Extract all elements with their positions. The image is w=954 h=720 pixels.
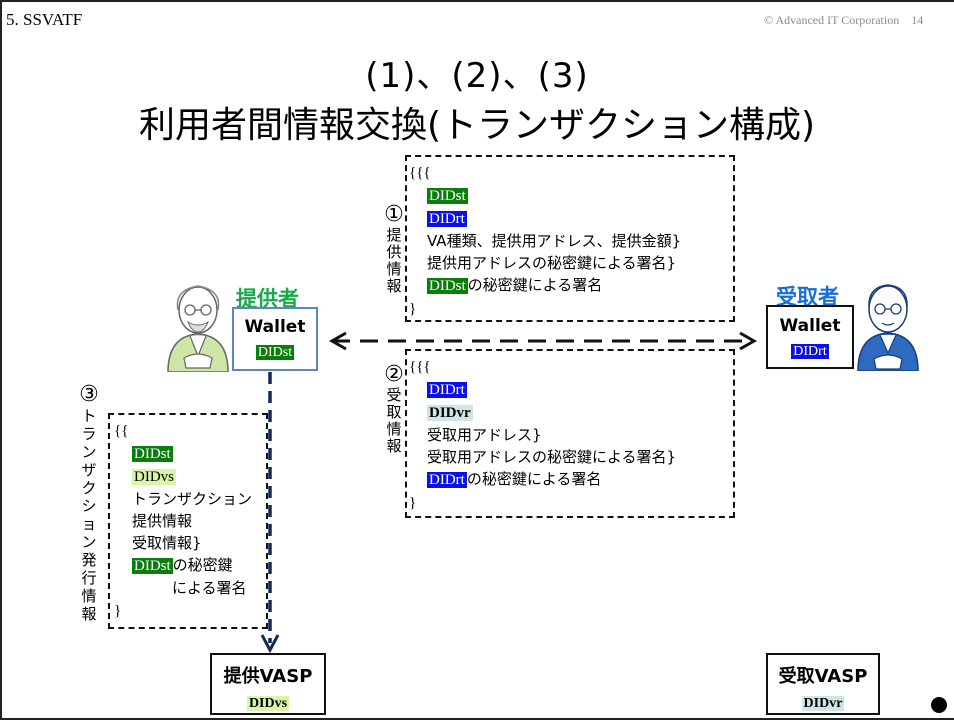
box1-line3: VA種類、提供用アドレス、提供金額} xyxy=(427,232,682,250)
box2-line4: 受取用アドレスの秘密鍵による署名} xyxy=(427,448,677,466)
copyright: © Advanced IT Corporation 14 xyxy=(764,13,924,27)
arrowhead-left xyxy=(328,331,347,351)
section-label: 5. SSVATF xyxy=(6,10,83,29)
arrowhead-right xyxy=(739,331,758,351)
page-title-line2: 利用者間情報交換(トランザクション構成) xyxy=(138,105,816,146)
bullet-dot xyxy=(931,697,947,713)
provider-wallet[interactable]: Wallet DIDst xyxy=(232,307,318,371)
receiver-wallet[interactable]: Wallet DIDrt xyxy=(766,305,854,369)
box3-sign-text: の秘密鍵 xyxy=(172,556,233,574)
page-number: 14 xyxy=(911,13,924,27)
box3-didvs-tag: DIDvs xyxy=(132,469,176,485)
provider-did-tag: DIDst xyxy=(255,345,295,360)
box3-line4: 提供情報 xyxy=(132,512,193,530)
receiver-vasp-did-tag: DIDvr xyxy=(801,696,845,711)
transaction-info-box: {{ DIDst DIDvs トランザクション 提供情報 受取情報} DIDst… xyxy=(108,413,268,629)
box1-marker: ① xyxy=(384,202,404,227)
box1-label: ① 提供情報 xyxy=(384,202,404,295)
box2-label: ② 受取情報 xyxy=(384,362,404,455)
box2-marker: ② xyxy=(384,362,404,387)
box2-didvr-tag: DIDvr xyxy=(427,405,473,421)
box3-didst-tag: DIDst xyxy=(132,446,173,462)
box3-line5: 受取情報} xyxy=(132,534,202,552)
provider-info-box: {{{ DIDst DIDrt VA種類、提供用アドレス、提供金額} 提供用アド… xyxy=(405,155,735,322)
provider-vasp-label: 提供VASP xyxy=(223,666,313,687)
box3-sign-tag: DIDst xyxy=(132,558,173,574)
box1-line4: 提供用アドレスの秘密鍵による署名} xyxy=(427,254,677,272)
elderly-man-icon xyxy=(167,285,229,372)
box2-sign-text: の秘密鍵による署名 xyxy=(466,470,602,488)
arrowhead-down xyxy=(260,634,280,654)
box2-line3: 受取用アドレス} xyxy=(427,426,542,444)
provider-vasp-box: 提供VASP DIDvs xyxy=(210,653,326,715)
receiver-did-tag: DIDrt xyxy=(791,344,829,359)
receiver-wallet-label: Wallet xyxy=(779,316,841,336)
man-with-glasses-icon xyxy=(857,284,919,371)
box1-didrt-tag: DIDrt xyxy=(427,211,467,227)
box2-sign-tag: DIDrt xyxy=(427,472,467,488)
provider-wallet-label: Wallet xyxy=(244,317,306,337)
box1-sign-text: の秘密鍵による署名 xyxy=(467,276,603,294)
provider-vasp-did-tag: DIDvs xyxy=(246,696,290,711)
receiver-info-box: {{{ DIDrt DIDvr 受取用アドレス} 受取用アドレスの秘密鍵による署… xyxy=(405,349,735,518)
box3-line3: トランザクション xyxy=(132,490,253,508)
receiver-vasp-box: 受取VASP DIDvr xyxy=(766,653,880,715)
box1-didst-tag: DIDst xyxy=(427,188,468,204)
box3-label: ③ トランザクション発行情報 xyxy=(79,382,99,624)
receiver-vasp-label: 受取VASP xyxy=(778,666,868,687)
page-title-line1: (1)、(2)、(3) xyxy=(365,56,589,96)
box1-sign-tag: DIDst xyxy=(427,278,468,294)
box2-didrt-tag: DIDrt xyxy=(427,382,467,398)
box3-marker: ③ xyxy=(79,382,99,407)
box3-line7: による署名 xyxy=(172,579,247,597)
